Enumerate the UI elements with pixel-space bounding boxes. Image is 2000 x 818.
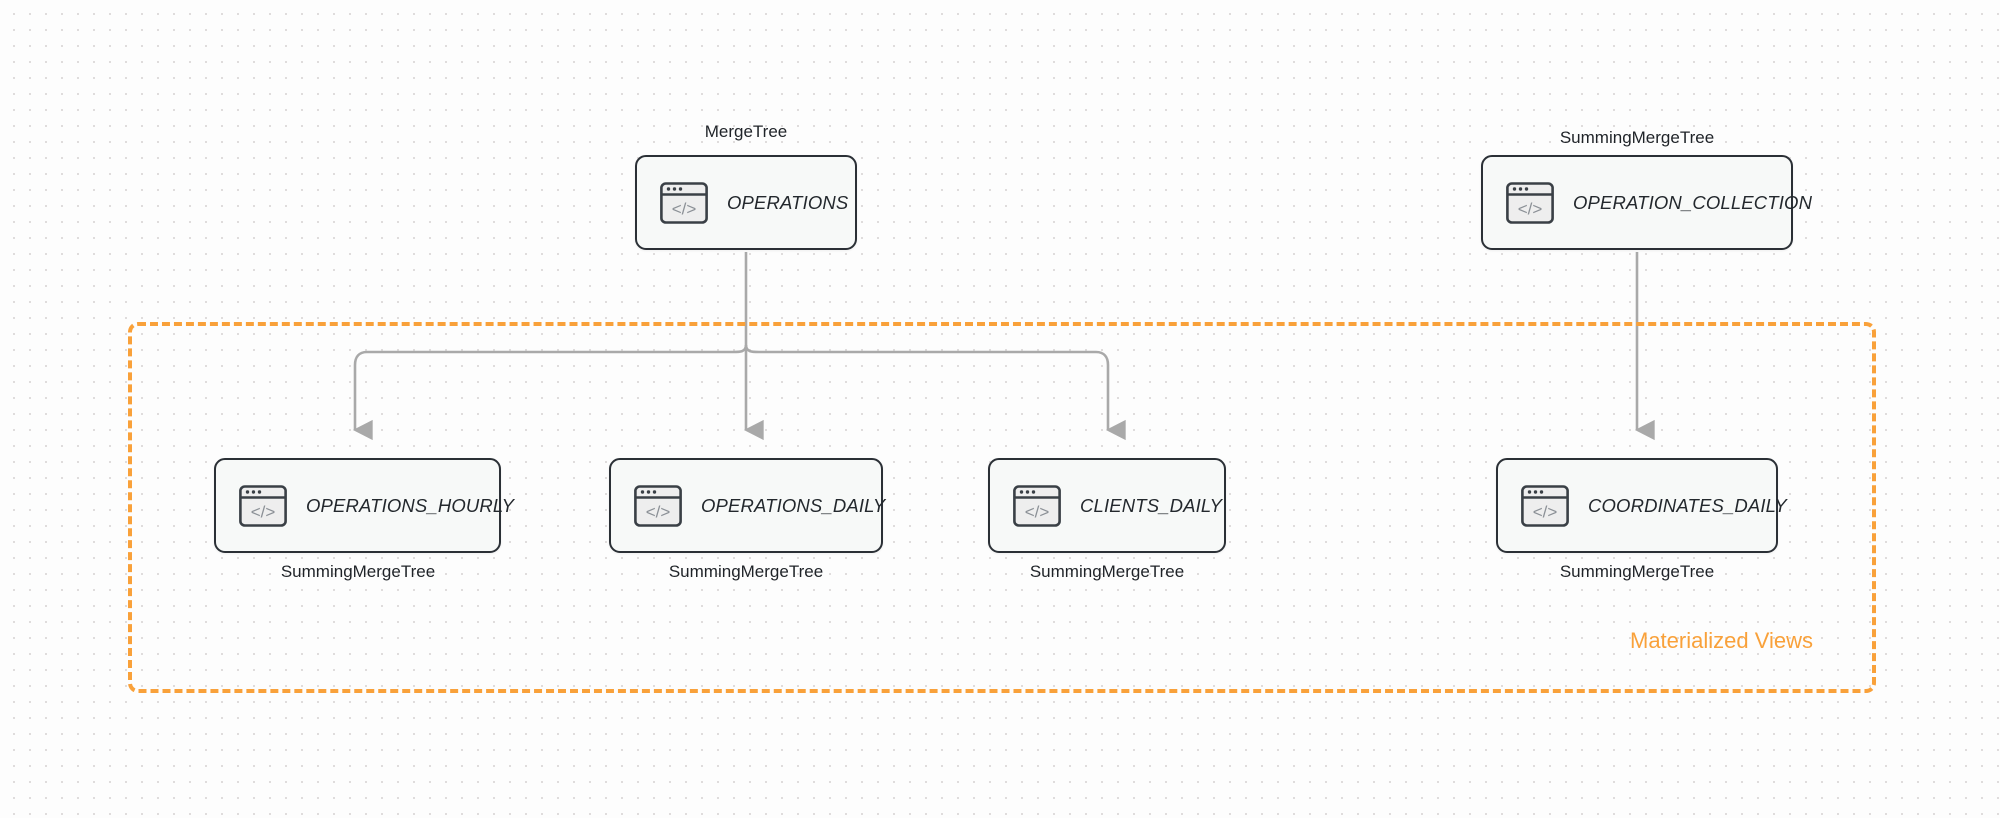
svg-text:</>: </> [1025, 502, 1050, 521]
svg-text:</>: </> [1518, 199, 1543, 218]
code-window-icon: </> [1013, 484, 1061, 527]
caption-operations: MergeTree [704, 122, 788, 141]
code-window-icon: </> [660, 181, 708, 224]
node-operation-collection[interactable]: </> OPERATION_COLLECTION [1481, 155, 1812, 250]
node-clients-daily[interactable]: </> CLIENTS_DAILY [988, 458, 1226, 553]
svg-text:</>: </> [1533, 502, 1558, 521]
caption-coordinates-daily: SummingMergeTree [1559, 562, 1715, 581]
svg-text:</>: </> [646, 502, 671, 521]
node-label: OPERATION_COLLECTION [1573, 191, 1813, 213]
code-window-icon: </> [1506, 181, 1554, 224]
caption-clients-daily: SummingMergeTree [1029, 562, 1185, 581]
svg-text:</>: </> [672, 199, 697, 218]
materialized-views-group [128, 322, 1876, 693]
materialized-views-label: Materialized Views [1630, 628, 1814, 653]
code-window-icon: </> [634, 484, 682, 527]
node-label: COORDINATES_DAILY [1588, 494, 1787, 516]
code-window-icon: </> [239, 484, 287, 527]
node-operations[interactable]: </> OPERATIONS [635, 155, 857, 250]
caption-operation-collection: SummingMergeTree [1559, 128, 1715, 147]
node-label: OPERATIONS_HOURLY [306, 494, 515, 516]
caption-operations-daily: SummingMergeTree [668, 562, 824, 581]
node-coordinates-daily[interactable]: </> COORDINATES_DAILY [1496, 458, 1787, 553]
node-label: OPERATIONS_DAILY [701, 494, 886, 516]
code-window-icon: </> [1521, 484, 1569, 527]
svg-text:</>: </> [251, 502, 276, 521]
caption-operations-hourly: SummingMergeTree [280, 562, 436, 581]
node-operations-hourly[interactable]: </> OPERATIONS_HOURLY [214, 458, 514, 553]
node-label: CLIENTS_DAILY [1080, 494, 1223, 516]
node-operations-daily[interactable]: </> OPERATIONS_DAILY [609, 458, 886, 553]
node-label: OPERATIONS [727, 191, 849, 213]
